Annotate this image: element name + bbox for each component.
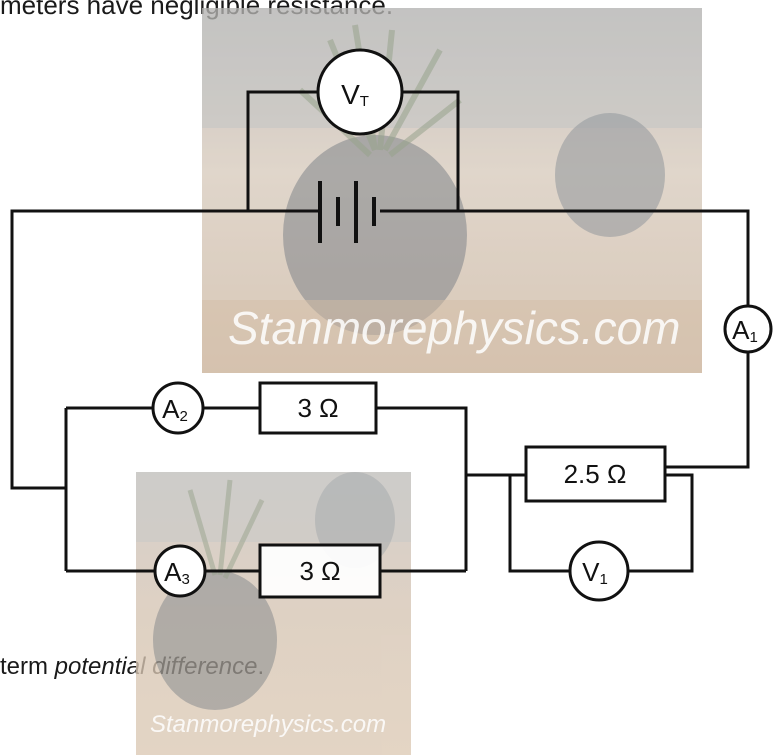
resistor-top-label: 3 Ω — [297, 393, 338, 423]
ammeter-3: A3 — [153, 544, 207, 598]
ammeter-2: A2 — [151, 381, 205, 435]
ammeter-3-letter: A — [164, 557, 182, 587]
battery-symbol — [302, 181, 398, 243]
svg-text:A1: A1 — [732, 315, 758, 346]
resistor-bottom: 3 Ω — [258, 543, 382, 599]
svg-text:A3: A3 — [164, 557, 190, 588]
resistor-right: 2.5 Ω — [524, 445, 667, 503]
ammeter-1-letter: A — [732, 315, 750, 345]
ammeter-3-sub: 3 — [182, 571, 190, 588]
voltmeter-1-letter: V — [582, 557, 600, 587]
voltmeter-terminal-sub: T — [360, 93, 369, 110]
ammeter-1-sub: 1 — [750, 329, 758, 346]
circuit-wires — [10, 90, 750, 573]
resistor-right-label: 2.5 Ω — [564, 459, 627, 489]
resistor-top: 3 Ω — [258, 381, 378, 435]
resistor-bottom-label: 3 Ω — [299, 556, 340, 586]
ammeter-2-letter: A — [162, 394, 180, 424]
svg-text:A2: A2 — [162, 394, 188, 425]
ammeter-1: A1 — [723, 304, 773, 354]
voltmeter-1-sub: 1 — [600, 571, 608, 588]
question-text-bottom-plain: term — [0, 653, 55, 680]
voltmeter-terminal-letter: V — [341, 79, 360, 110]
background-photo-secondary — [136, 472, 411, 755]
watermark-secondary: Stanmorephysics.com — [150, 711, 386, 738]
svg-text:VT: VT — [341, 79, 369, 110]
voltmeter-1: V1 — [568, 540, 630, 602]
svg-text:V1: V1 — [582, 557, 608, 588]
watermark-main: Stanmorephysics.com — [228, 302, 681, 354]
voltmeter-terminal: VT — [316, 48, 404, 136]
ammeter-2-sub: 2 — [180, 408, 188, 425]
